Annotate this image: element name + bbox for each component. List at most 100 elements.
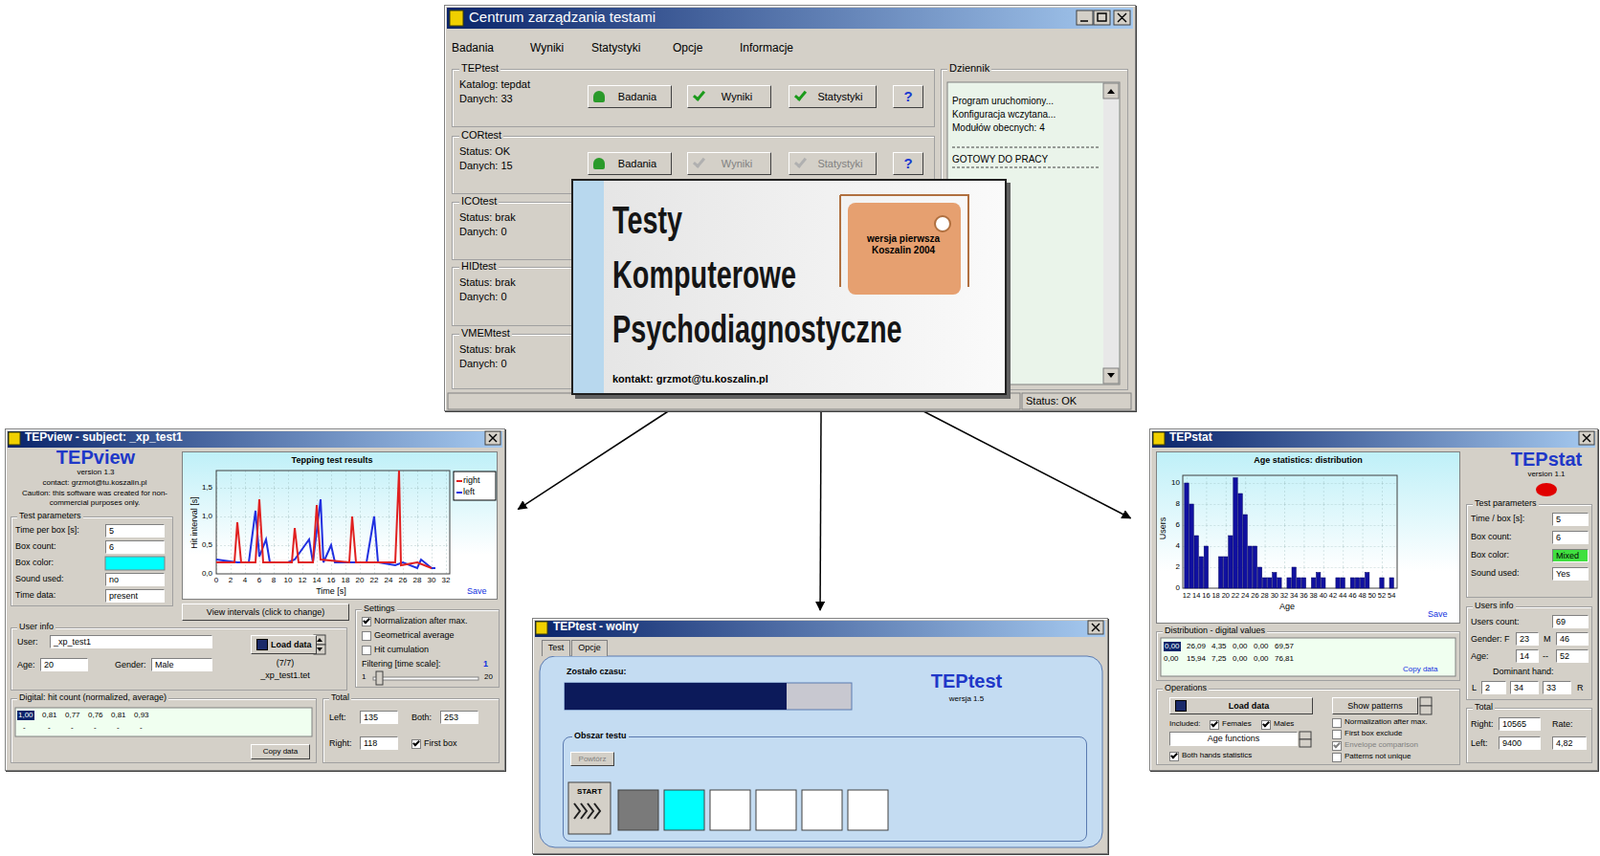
title-bar (1152, 431, 1596, 448)
group-box: User infoUser:_xp_test1Age:20Gender:Male… (10, 627, 348, 691)
histogram-bar (1316, 573, 1321, 590)
group-title: Total (1472, 702, 1495, 713)
tick-label: 36 (1296, 591, 1311, 600)
tick-label: 30 (1267, 591, 1282, 600)
text-label: Box color: (15, 557, 54, 569)
checkbox-label: First box (411, 738, 458, 750)
tick-label: 24 (1238, 591, 1252, 600)
group-title: Operations (1162, 683, 1209, 694)
text-label: 0,00 (1232, 642, 1248, 652)
text-label: 7,25 (1211, 654, 1227, 665)
field-value: 46 (1555, 632, 1589, 646)
text-label: Filtering [time scale]: (361, 659, 442, 670)
checkbox-label: First box exclude (1332, 729, 1402, 739)
text-label: User: (17, 637, 39, 648)
tick-label: 10 (1167, 478, 1180, 489)
tick-label: 12 (1179, 591, 1194, 600)
tick-label: 6 (251, 576, 267, 586)
text-label: 0,00 (1163, 654, 1179, 665)
button-label: Statystyki (788, 152, 877, 176)
button-label: Copy data (250, 744, 311, 760)
group-box: Digital: hit count (normalized, average)… (10, 698, 317, 764)
text-label: Status: brak (459, 343, 516, 356)
histogram-bar (1340, 577, 1345, 589)
text-label: Gender: (114, 660, 147, 671)
text-label: Status: brak (459, 211, 516, 224)
field-value: no (105, 573, 165, 587)
histogram-bar (1219, 556, 1223, 589)
tick-label: 40 (1316, 591, 1331, 600)
histogram-bar (1262, 577, 1267, 589)
text-label: 4,35 (1211, 642, 1227, 652)
text-label: START (570, 787, 609, 798)
histogram-bar (1199, 556, 1203, 589)
text-label: Danych: 15 (459, 159, 513, 173)
text-label: Danych: 33 (459, 92, 513, 106)
histogram-bar (1257, 567, 1262, 589)
text-label: - (139, 723, 143, 734)
tick-label: 0,0 (195, 569, 213, 579)
tick-label: 46 (1345, 591, 1359, 600)
group-title: CORtest (459, 129, 504, 142)
field-value: Male (151, 658, 213, 672)
text-label: 20 (484, 672, 493, 683)
button-label: Wyniki (687, 85, 772, 109)
button-label: Show patterns (1332, 697, 1419, 715)
histogram-bar (1252, 546, 1257, 589)
tick-label: 12 (294, 576, 311, 586)
checkbox-label: Normalization after max. (1332, 717, 1428, 728)
link-text: 1 (483, 659, 489, 670)
text-label: Rate: (1552, 719, 1574, 731)
splash-text: kontakt: grzmot@tu.koszalin.pl (612, 373, 769, 386)
tick-label: 30 (423, 576, 440, 586)
histogram-bar (1365, 573, 1370, 590)
field-value: 69 (1552, 615, 1589, 629)
text-label: Both: (411, 712, 432, 724)
text-label: Wyniki (530, 41, 564, 55)
tick-label: 54 (1384, 591, 1399, 600)
text-label: Box count: (15, 541, 57, 553)
text-label: Left: (1470, 738, 1489, 750)
field-value: 14 (1515, 649, 1539, 664)
text-label: 1,00 (17, 711, 35, 721)
field-value: 6 (1552, 531, 1589, 545)
chart-title: Tepping test results (260, 455, 404, 467)
text-label: - (47, 723, 51, 734)
button-label: Badania (587, 85, 672, 109)
text-label: Box count: (1470, 532, 1512, 543)
app-window: TEPstat Age statistics: distributionUser… (1149, 428, 1599, 772)
checkbox-label: Geometrical average (361, 630, 455, 642)
splash-text: Testy (612, 197, 683, 244)
field-value: present (105, 589, 165, 603)
tick-label: 4 (1167, 541, 1180, 552)
tick-label: 16 (1199, 591, 1213, 600)
app-name: TEPview (38, 445, 154, 469)
text-label: _xp_test1.tet (246, 670, 324, 682)
text-label: Time data: (15, 590, 56, 601)
tick-label: 8 (1167, 499, 1180, 510)
text-label: Program uruchomiony... (952, 95, 1054, 108)
text-label: Time [s] (302, 586, 360, 598)
group-title: TEPtest (459, 62, 501, 75)
text-label: Zostało czasu: (566, 666, 627, 678)
text-label: Caution: this software was created for n… (9, 488, 180, 508)
app-window: TEPtest - wolny Obszar testuPowtórzSTART… (532, 618, 1109, 855)
tick-label: 44 (1335, 591, 1350, 600)
histogram-bar (1277, 577, 1282, 589)
histogram-bar (1194, 535, 1199, 589)
field-value: 6 (105, 540, 165, 555)
text-label: (7/7) (246, 658, 324, 669)
checkbox-label: Patterns not unique (1332, 752, 1411, 762)
flow-arrow (819, 411, 822, 611)
splash-text: Komputerowe (612, 251, 797, 298)
tick-label: 48 (1355, 591, 1370, 600)
group-title: Distribution - digital values (1162, 625, 1267, 637)
checkbox-label: Hit cumulation (361, 644, 429, 656)
group-title: Digital: hit count (normalized, average) (17, 692, 169, 704)
histogram-bar (1296, 577, 1301, 589)
text-label: 76,81 (1274, 654, 1294, 665)
histogram-bar (1359, 577, 1364, 589)
group-box: OperationsLoad dataShow patternsIncluded… (1155, 688, 1461, 766)
field-value: 52 (1555, 649, 1589, 664)
group-title: VMEMtest (459, 327, 512, 340)
